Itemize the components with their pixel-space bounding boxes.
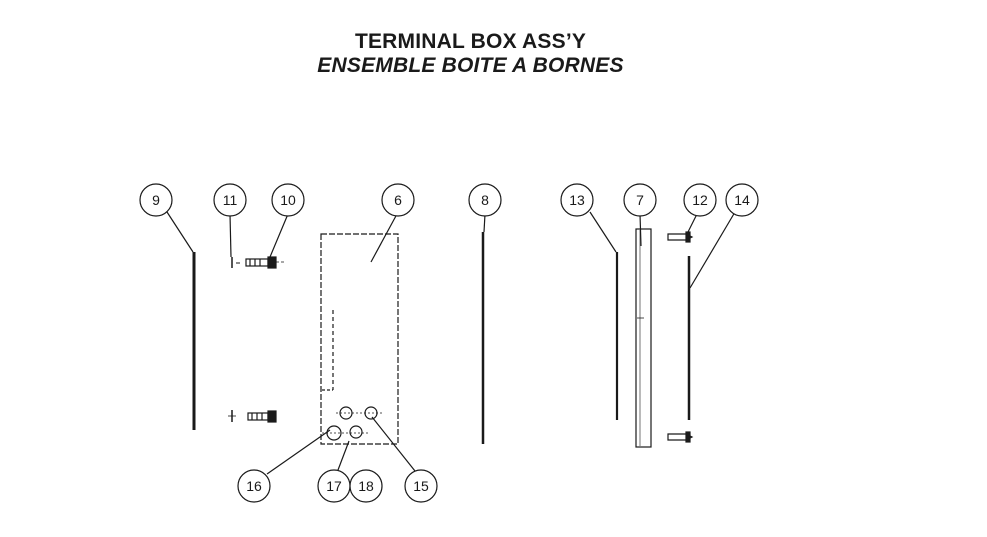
callout-9: 9 — [139, 183, 173, 217]
leader-12 — [687, 213, 698, 233]
callout-15-label: 15 — [413, 478, 429, 494]
leader-9 — [166, 211, 194, 253]
callout-14: 14 — [725, 183, 759, 217]
callout-16-label: 16 — [246, 478, 262, 494]
title-english: TERMINAL BOX ASS’Y — [354, 30, 587, 53]
callout-6-label: 6 — [394, 192, 402, 208]
part-11-washer-lower — [228, 410, 236, 422]
part-12-screw-upper — [667, 231, 694, 243]
callout-11-label: 11 — [223, 192, 238, 208]
callout-8-label: 8 — [481, 192, 489, 208]
title-french: ENSEMBLE BOITE A BORNES — [317, 54, 624, 77]
callout-18: 18 — [349, 469, 383, 503]
callout-9-label: 9 — [152, 192, 160, 208]
leader-17-18 — [337, 440, 350, 471]
leader-10 — [269, 213, 289, 258]
leader-7 — [639, 213, 642, 247]
leader-6 — [370, 213, 398, 263]
callout-7: 7 — [623, 183, 657, 217]
callout-10-label: 10 — [280, 192, 296, 208]
diagram-title: TERMINAL BOX ASS’Y ENSEMBLE BOITE A BORN… — [0, 30, 941, 78]
callout-8: 8 — [468, 183, 502, 217]
part-11-washer-upper — [231, 257, 240, 268]
callout-11: 11 — [213, 183, 247, 217]
leader-8 — [483, 213, 486, 233]
callout-10: 10 — [271, 183, 305, 217]
leader-16 — [266, 429, 331, 475]
callout-13-label: 13 — [569, 192, 585, 208]
leader-13 — [589, 211, 617, 253]
callout-12: 12 — [683, 183, 717, 217]
callout-17-label: 17 — [326, 478, 342, 494]
leader-14 — [689, 211, 736, 289]
callout-13: 13 — [560, 183, 594, 217]
part-6-terminal-box-panel — [320, 233, 399, 445]
callout-6: 6 — [381, 183, 415, 217]
part-7-bar — [635, 228, 652, 448]
callout-15: 15 — [404, 469, 438, 503]
callout-12-label: 12 — [692, 192, 708, 208]
callout-14-label: 14 — [734, 192, 750, 208]
callout-16: 16 — [237, 469, 271, 503]
part-10-screw-upper — [245, 256, 286, 269]
part-12-screw-lower — [667, 431, 694, 443]
leader-11 — [229, 213, 232, 258]
leader-15 — [371, 416, 416, 472]
part-10-screw-lower — [247, 410, 277, 423]
callout-17: 17 — [317, 469, 351, 503]
callout-18-label: 18 — [358, 478, 374, 494]
callout-7-label: 7 — [636, 192, 644, 208]
